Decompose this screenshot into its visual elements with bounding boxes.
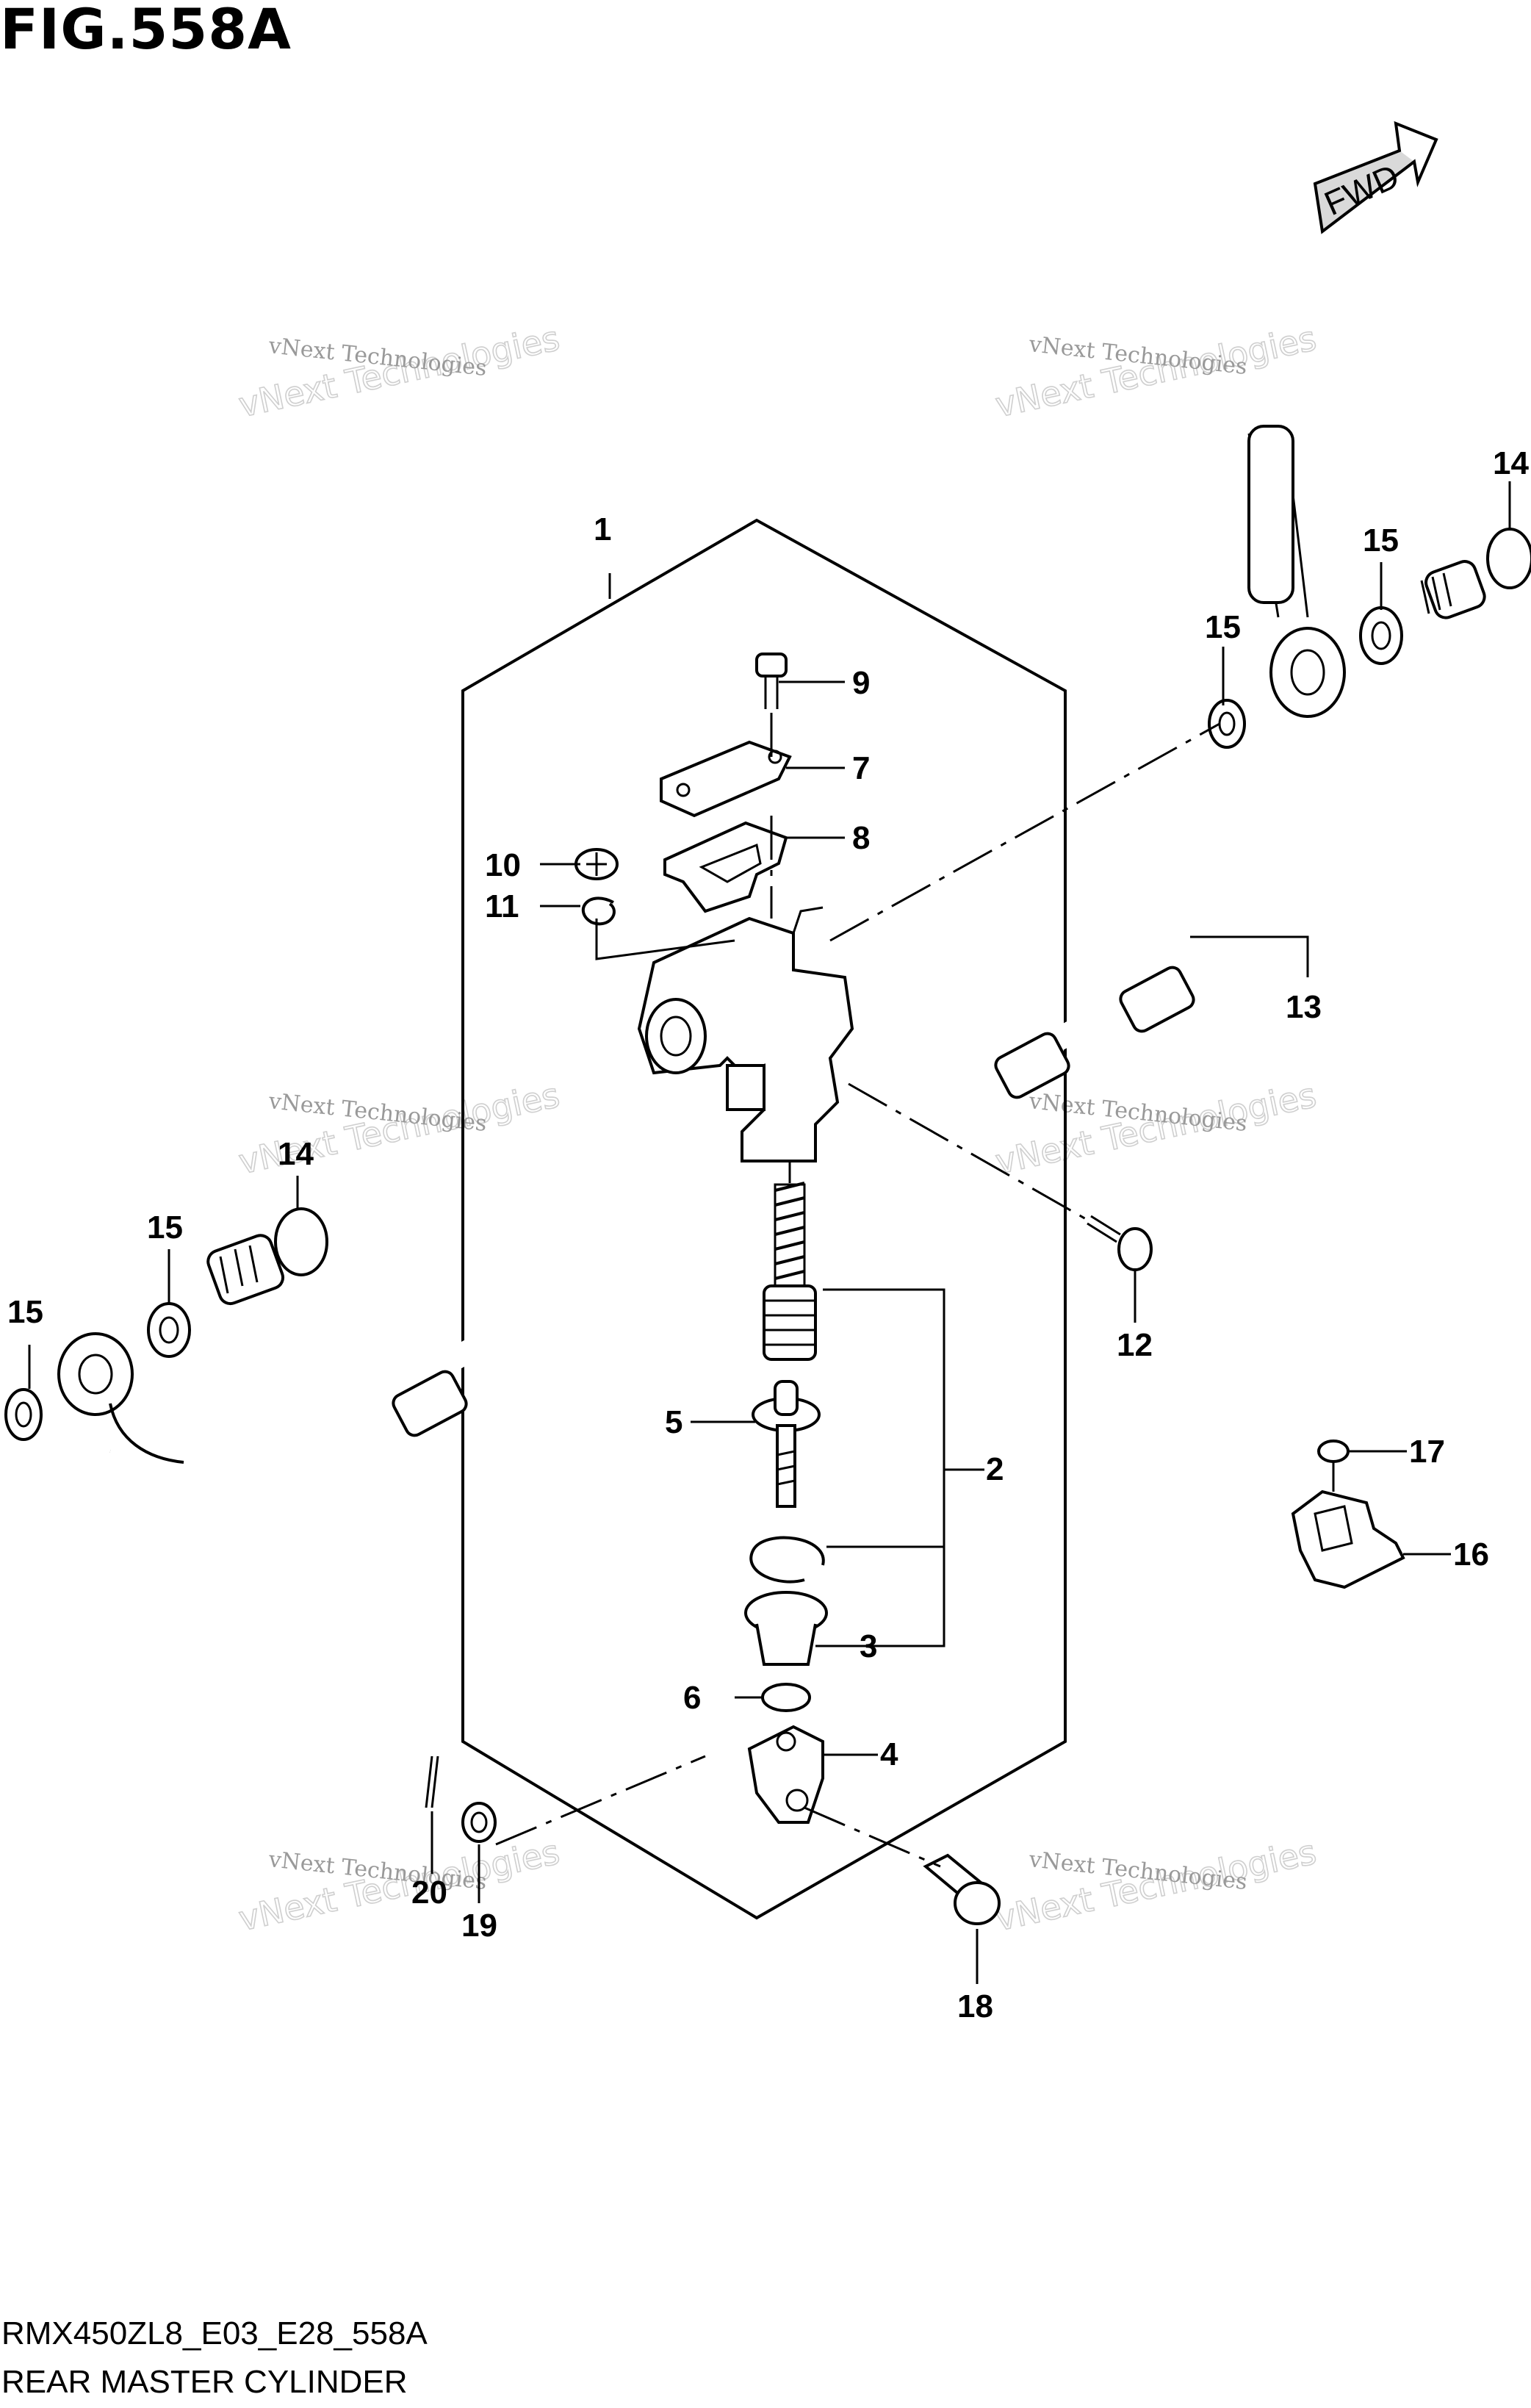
callout-5: 5: [665, 1404, 682, 1440]
cotter-pin: [425, 1755, 439, 1808]
assembly-outline: [461, 518, 1067, 1920]
master-cylinder-body: [637, 906, 854, 1162]
callout-15b: 15: [1205, 609, 1241, 645]
callout-3: 3: [860, 1628, 877, 1664]
figure-title: FIG.558A: [0, 0, 292, 62]
nut: [761, 1683, 811, 1712]
callout-15c: 15: [147, 1210, 183, 1246]
diaphragm: [663, 821, 788, 913]
callout-numbers: 1 2 3 4 5 6 7 8 9 10 11 12 13 14 14 15 1…: [7, 445, 1529, 2024]
callout-14a: 14: [1493, 445, 1529, 481]
clevis-pin: [923, 1853, 1001, 1925]
cap-screw: [755, 653, 788, 709]
callout-20: 20: [411, 1875, 447, 1911]
reservoir-cap: [660, 740, 792, 818]
callout-4: 4: [880, 1736, 898, 1772]
callout-19: 19: [461, 1908, 497, 1944]
callout-16: 16: [1453, 1537, 1489, 1573]
callout-7: 7: [852, 750, 870, 786]
callout-11: 11: [485, 888, 519, 924]
callout-12: 12: [1117, 1327, 1153, 1363]
circlip: [749, 1536, 825, 1584]
circlip-small: [581, 896, 616, 926]
banjo-fitting-bottom: [57, 1332, 134, 1416]
callout-leaders: [28, 481, 1511, 1984]
callout-15a: 15: [1363, 522, 1399, 558]
piston: [763, 1284, 817, 1361]
pushrod: [752, 1380, 821, 1508]
washer: [1208, 699, 1246, 749]
hose-clamp: [1291, 1489, 1405, 1589]
washer: [147, 1302, 191, 1358]
callout-14b: 14: [278, 1136, 314, 1172]
figure-name: REAR MASTER CYLINDER: [1, 2364, 408, 2400]
callout-1: 1: [594, 511, 611, 547]
clevis: [747, 1725, 824, 1824]
model-code: RMX450ZL8_E03_E28_558A: [1, 2315, 428, 2351]
callout-8: 8: [852, 820, 870, 856]
fwd-arrow-badge: FWD: [1313, 121, 1438, 234]
callout-6: 6: [683, 1680, 701, 1716]
callout-9: 9: [852, 665, 870, 701]
clevis-washer: [461, 1802, 497, 1843]
banjo-fitting-top: [1269, 627, 1346, 718]
callout-15d: 15: [7, 1294, 43, 1330]
clamp-screw: [1317, 1440, 1350, 1492]
callout-2: 2: [986, 1451, 1004, 1487]
callout-13: 13: [1286, 989, 1322, 1025]
brake-hose: [57, 369, 1487, 1466]
boot: [744, 1591, 828, 1666]
guide-lines: [495, 713, 1220, 1868]
mounting-bolt: [1087, 1215, 1153, 1271]
washer: [4, 1388, 43, 1441]
callout-18: 18: [957, 1988, 993, 2024]
banjo-bolt-left: [206, 1207, 328, 1306]
washer: [1359, 606, 1403, 665]
callout-17: 17: [1409, 1434, 1445, 1470]
callout-10: 10: [485, 847, 521, 883]
